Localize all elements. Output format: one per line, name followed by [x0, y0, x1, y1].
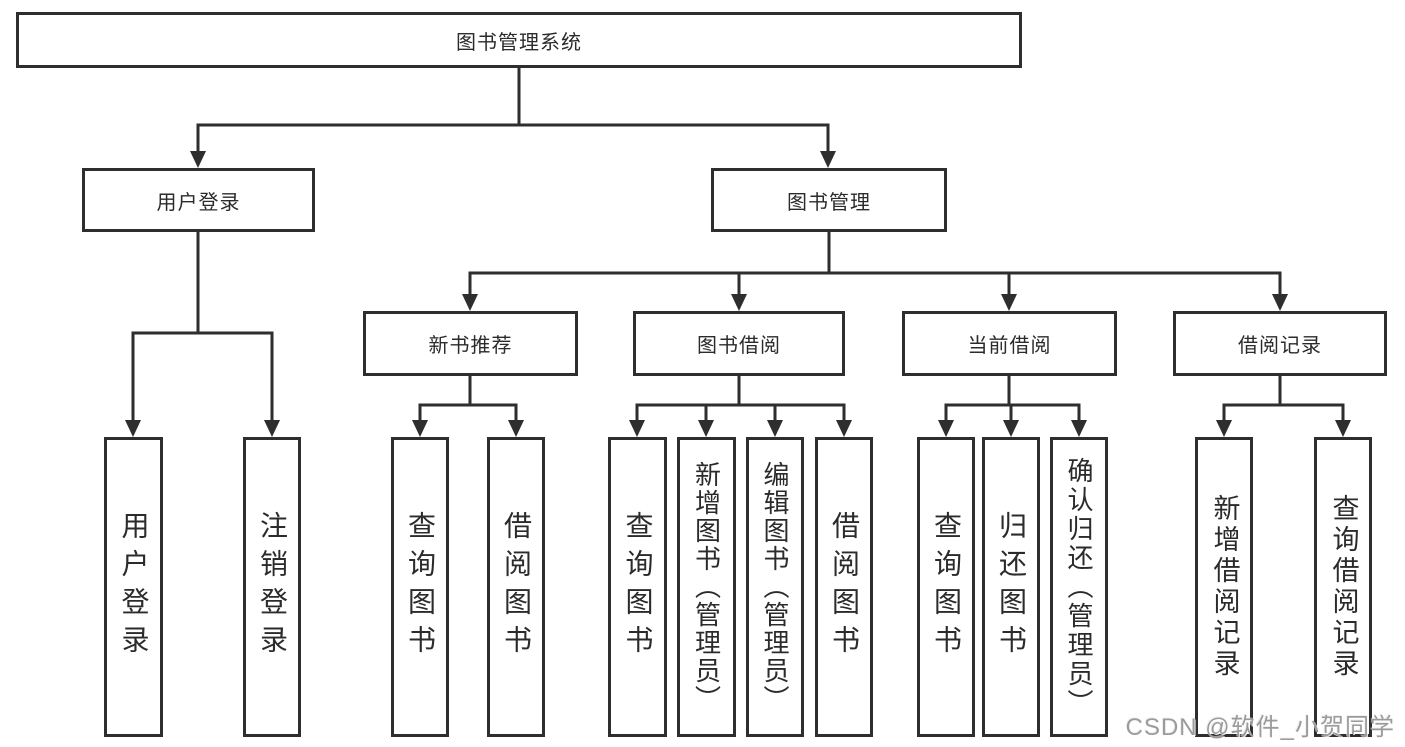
arrowhead [1216, 420, 1232, 437]
node-add-book-admin-label: 新增图书（管理员） [691, 461, 722, 713]
node-query-books-2-label: 查询图书 [622, 511, 654, 663]
arrowhead [1272, 294, 1288, 311]
arrowhead [508, 420, 524, 437]
arrowhead [190, 151, 206, 168]
node-confirm-return-admin-label: 确认归还（管理员） [1064, 456, 1094, 718]
node-user-login-leaf: 用户登录 [104, 437, 163, 737]
arrowhead [462, 294, 478, 311]
node-user-login-leaf-label: 用户登录 [118, 511, 150, 663]
node-library-system: 图书管理系统 [16, 12, 1022, 68]
node-user-login: 用户登录 [82, 168, 315, 232]
arrowhead [412, 420, 428, 437]
node-borrow-records: 借阅记录 [1173, 311, 1387, 376]
node-confirm-return-admin: 确认归还（管理员） [1050, 437, 1108, 737]
node-borrow-books-2-label: 借阅图书 [829, 511, 860, 663]
node-query-books-3: 查询图书 [917, 437, 975, 737]
csdn-watermark: CSDN @软件_小贺同学 [1125, 714, 1395, 741]
arrowhead [1071, 420, 1087, 437]
node-library-system-label: 图书管理系统 [456, 31, 582, 54]
node-borrow-records-label: 借阅记录 [1238, 335, 1322, 357]
node-borrow-books-1-label: 借阅图书 [501, 511, 532, 663]
node-logout-leaf: 注销登录 [243, 437, 301, 737]
node-current-borrowing: 当前借阅 [902, 311, 1117, 376]
node-return-book-label: 归还图书 [996, 511, 1027, 663]
node-return-book: 归还图书 [982, 437, 1040, 737]
node-logout-leaf-label: 注销登录 [257, 511, 288, 663]
node-add-borrow-record: 新增借阅记录 [1195, 437, 1253, 737]
node-user-login-label: 用户登录 [156, 191, 241, 214]
node-query-books-1-label: 查询图书 [405, 511, 436, 663]
node-edit-book-admin-label: 编辑图书（管理员） [760, 461, 790, 713]
node-query-borrow-record: 查询借阅记录 [1314, 437, 1372, 737]
node-new-book-recommend-label: 新书推荐 [428, 335, 513, 357]
node-query-books-1: 查询图书 [391, 437, 449, 737]
node-edit-book-admin: 编辑图书（管理员） [746, 437, 804, 737]
arrowheads [125, 151, 1351, 437]
arrowhead [264, 420, 280, 437]
node-query-books-2: 查询图书 [608, 437, 667, 737]
node-book-management-label: 图书管理 [787, 191, 871, 214]
arrowhead [820, 151, 836, 168]
arrowhead [1335, 420, 1351, 437]
arrowhead [731, 294, 747, 311]
arrowhead [767, 420, 783, 437]
node-add-borrow-record-label: 新增借阅记录 [1209, 494, 1240, 680]
arrowhead [938, 420, 954, 437]
node-borrow-books-1: 借阅图书 [487, 437, 545, 737]
node-new-book-recommend: 新书推荐 [363, 311, 578, 376]
node-book-management: 图书管理 [711, 168, 947, 232]
node-query-borrow-record-label: 查询借阅记录 [1328, 494, 1359, 680]
arrowhead [125, 420, 141, 437]
node-book-borrowing: 图书借阅 [633, 311, 845, 376]
arrowhead [698, 420, 714, 437]
node-current-borrowing-label: 当前借阅 [967, 335, 1052, 357]
node-query-books-3-label: 查询图书 [931, 511, 962, 663]
arrowhead [629, 420, 645, 437]
node-add-book-admin: 新增图书（管理员） [677, 437, 736, 737]
node-borrow-books-2: 借阅图书 [815, 437, 873, 737]
arrowhead [1003, 420, 1019, 437]
arrowhead [1001, 294, 1017, 311]
arrowhead [836, 420, 852, 437]
node-book-borrowing-label: 图书借阅 [697, 335, 781, 357]
